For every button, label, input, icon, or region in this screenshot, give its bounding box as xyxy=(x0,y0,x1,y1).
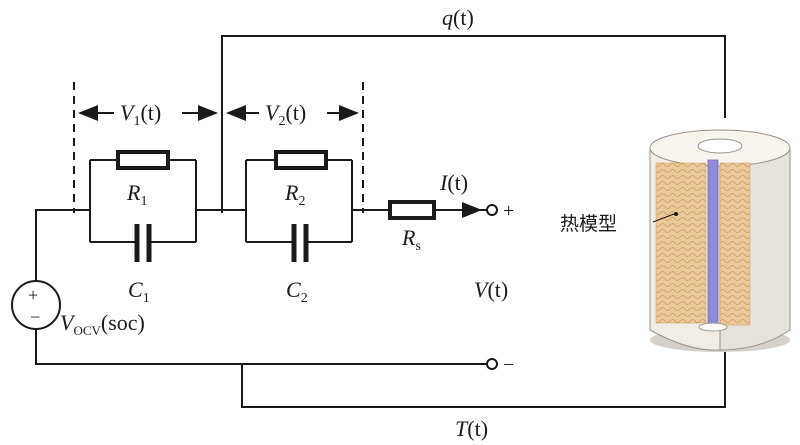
cell-core-winding-left xyxy=(655,162,707,324)
source-plus-sign: + xyxy=(28,285,38,305)
terminal-minus-sign: − xyxy=(503,354,514,376)
terminal-minus xyxy=(486,358,498,370)
R2-label: R2 xyxy=(284,180,305,209)
resistor-Rs xyxy=(388,200,436,220)
V2-label: V2(t) xyxy=(265,100,306,129)
cell-terminal-top xyxy=(697,138,743,154)
V1-label: V1(t) xyxy=(120,100,161,129)
terminal-plus-sign: + xyxy=(503,200,514,222)
I-label: I(t) xyxy=(439,170,468,195)
temperature-feedback-wire-T xyxy=(241,352,726,408)
thermal-label-dot xyxy=(674,212,678,216)
cell-core-winding-right xyxy=(719,162,751,326)
battery-cell-thermal-model xyxy=(649,129,791,352)
cell-terminal-bottom xyxy=(698,322,728,332)
cell-center-rod xyxy=(707,159,719,329)
source-minus-sign: − xyxy=(30,307,40,327)
C1-label: C1 xyxy=(128,277,150,306)
terminal-plus xyxy=(486,204,498,216)
V2-label-bg xyxy=(259,98,327,126)
resistor-R1 xyxy=(116,150,170,170)
Rs-label: Rs xyxy=(401,225,421,254)
rc1-frame xyxy=(89,159,197,243)
T-label: T(t) xyxy=(455,416,488,441)
return-wire xyxy=(35,329,487,365)
rc2-frame xyxy=(245,159,353,243)
V1-label-bg xyxy=(114,98,182,126)
resistor-R2 xyxy=(274,150,328,170)
heat-flow-wire-q xyxy=(221,35,726,208)
thermal-label-leader xyxy=(652,213,675,223)
V-output-label: V(t) xyxy=(474,277,508,302)
C2-label: C2 xyxy=(286,277,308,306)
q-label: q(t) xyxy=(442,5,474,30)
source-top-wire xyxy=(35,209,90,282)
Vocv-label: VOCV(soc) xyxy=(60,310,145,338)
R1-label: R1 xyxy=(126,180,147,209)
thermal-model-label: 热模型 xyxy=(560,213,617,235)
